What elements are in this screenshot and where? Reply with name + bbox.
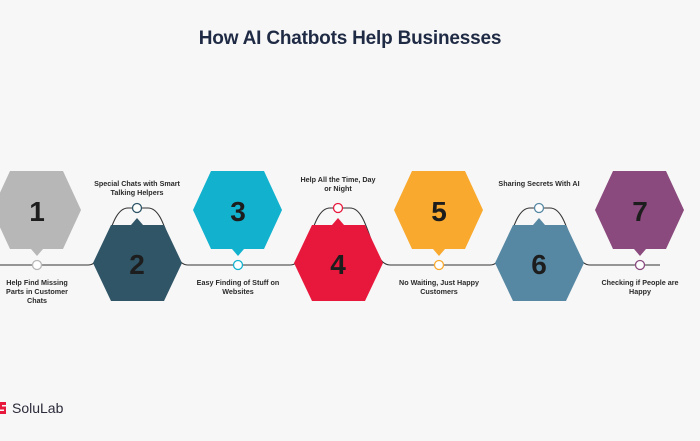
step-2-number: 2 — [129, 249, 145, 280]
page-title: How AI Chatbots Help Businesses — [198, 28, 502, 49]
step-4-dot — [332, 202, 344, 214]
step-2-dot — [131, 202, 143, 214]
step-2-caption: Special Chats with Smart Talking Helpers — [94, 179, 180, 197]
step-6-caption: Sharing Secrets With AI — [498, 179, 580, 188]
solulab-logo-mark-path — [0, 402, 6, 414]
step-1-hexagon — [0, 171, 81, 249]
step-2-hexagon — [93, 225, 182, 301]
step-5-dot — [433, 259, 445, 271]
step-4-pointer — [332, 218, 344, 225]
step-5-caption: No Waiting, Just Happy Customers — [399, 278, 479, 296]
step-3-pointer — [232, 249, 244, 256]
step-3-dot — [232, 259, 244, 271]
step-3: 3 — [193, 171, 282, 271]
step-1: 1 — [0, 171, 81, 271]
step-4-caption: Help All the Time, Day or Night — [300, 175, 376, 193]
step-7-caption: Checking if People are Happy — [601, 278, 679, 296]
step-7-hexagon — [595, 171, 684, 249]
step-2: 2 — [93, 202, 182, 301]
brand-logo: SoluLab — [0, 400, 63, 416]
step-1-caption: Help Find Missing Parts in Customer Chat… — [6, 278, 68, 305]
step-1-number: 1 — [29, 196, 45, 227]
brand-name: SoluLab — [12, 400, 64, 416]
step-5-hexagon — [394, 171, 483, 249]
step-1-pointer — [31, 249, 43, 256]
step-4-number: 4 — [330, 249, 346, 280]
step-3-hexagon — [193, 171, 282, 249]
step-6-hexagon — [495, 225, 584, 301]
step-6: 6 — [495, 202, 584, 301]
step-7: 7 — [595, 171, 684, 271]
step-1-dot — [31, 259, 43, 271]
step-3-number: 3 — [230, 196, 246, 227]
step-2-pointer — [131, 218, 143, 225]
step-7-pointer — [634, 249, 646, 256]
step-4: 4 — [294, 202, 383, 301]
step-4-hexagon — [294, 225, 383, 301]
step-5-number: 5 — [431, 196, 447, 227]
step-7-dot — [634, 259, 646, 271]
step-7-number: 7 — [632, 196, 648, 227]
step-6-number: 6 — [531, 249, 547, 280]
step-6-pointer — [533, 218, 545, 225]
step-5: 5 — [394, 171, 483, 271]
solulab-logo-icon — [0, 402, 6, 414]
step-5-pointer — [433, 249, 445, 256]
step-6-dot — [533, 202, 545, 214]
step-3-caption: Easy Finding of Stuff on Websites — [196, 278, 280, 296]
